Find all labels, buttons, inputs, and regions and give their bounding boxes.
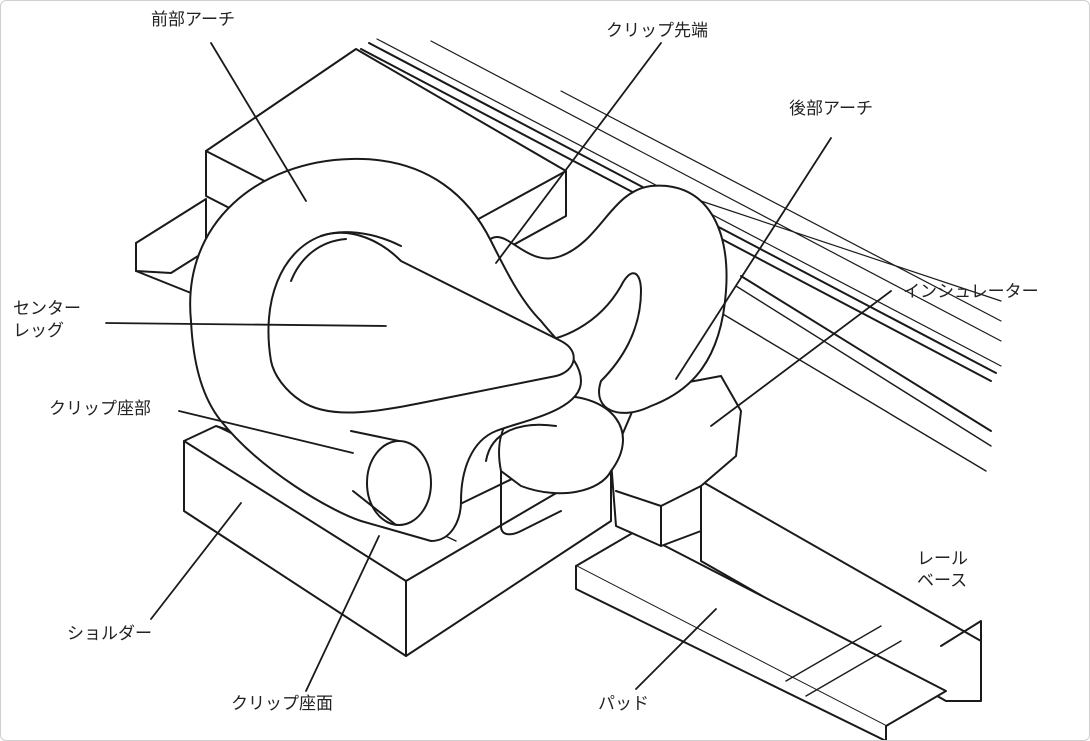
clip-front — [189, 157, 582, 542]
label-clip-seat-face: クリップ座面 — [231, 694, 333, 714]
label-rear-arch: 後部アーチ — [789, 99, 873, 119]
leader-lines — [105, 42, 892, 692]
label-clip-seat: クリップ座部 — [49, 399, 151, 419]
pad — [575, 530, 947, 740]
clip-seat-end — [341, 429, 432, 526]
label-clip-tip: クリップ先端 — [606, 21, 708, 41]
label-front-arch: 前部アーチ — [151, 10, 235, 30]
label-rail-base: レール ベース — [917, 549, 968, 591]
rail-base — [700, 480, 982, 702]
label-insulator: インシュレーター — [903, 282, 1039, 302]
label-shoulder: ショルダー — [67, 624, 152, 644]
label-pad: パッド — [598, 694, 649, 714]
label-center-leg: センター レッグ — [13, 299, 81, 341]
